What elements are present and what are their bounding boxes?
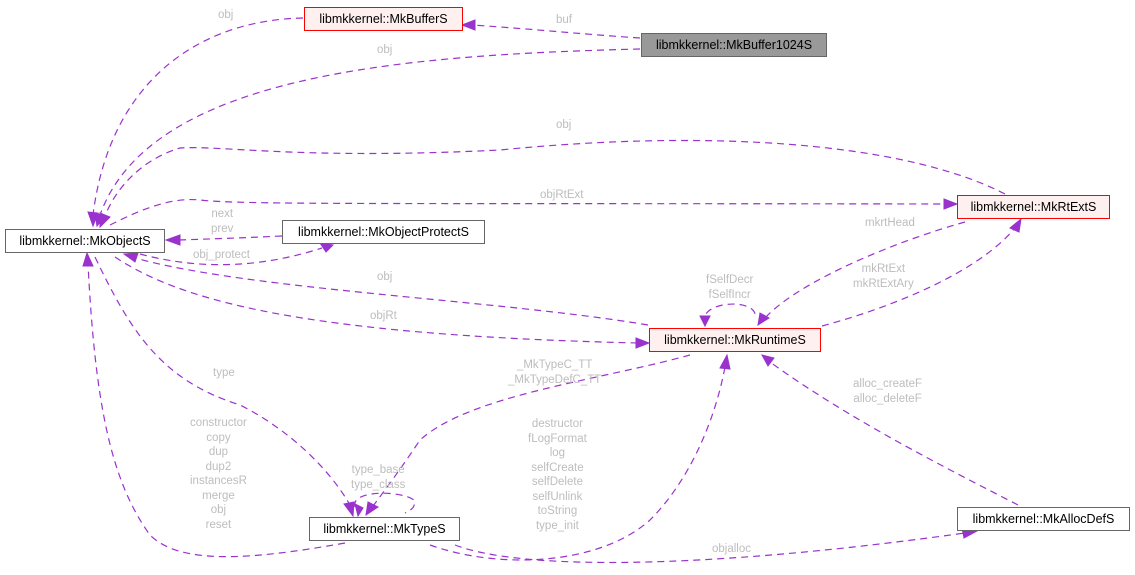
edge-objalloc: [454, 532, 966, 564]
edge-type-methods-obj: [87, 263, 346, 558]
arrowhead: [635, 337, 651, 349]
arrowhead: [943, 198, 959, 210]
arrowhead: [354, 503, 364, 518]
edge-alloc: [769, 361, 1019, 506]
edge-mkRtExt: [821, 227, 1016, 327]
edge-label-typeC-TT: _MkTypeC_TT _MkTypeDefC_TT: [508, 359, 602, 386]
edge-type: [94, 256, 351, 506]
edge-type-base: [354, 492, 416, 514]
edge-obj-rtext: [104, 139, 1006, 217]
edge-objRt: [114, 256, 639, 344]
arrowhead: [82, 251, 94, 267]
edge-label-objalloc: objalloc: [712, 543, 751, 555]
arrowhead: [757, 312, 770, 327]
edge-type-methods-rt: [429, 366, 726, 561]
edge-label-obj-buffer: obj: [218, 9, 234, 21]
edge-obj-buffer: [92, 17, 304, 216]
edge-label-alloc: alloc_createF alloc_deleteF: [853, 378, 923, 405]
arrowhead: [164, 234, 181, 246]
arrowhead: [1009, 217, 1022, 233]
edge-label-type-base: type_base type_class: [351, 464, 406, 491]
edge-buf: [471, 24, 641, 39]
edge-label-obj-buffer1024: obj: [377, 44, 393, 56]
edge-label-obj-rtext: obj: [556, 119, 572, 131]
edge-label-objRt: objRt: [370, 310, 397, 322]
arrowhead: [761, 354, 775, 367]
edge-typeC-TT: [372, 354, 691, 507]
arrowhead: [719, 353, 731, 370]
edge-obj-runtime: [134, 257, 649, 326]
edge-label-mkrtHead: mkrtHead: [865, 217, 915, 229]
arrowhead: [699, 315, 711, 328]
node-mkobjectprotect[interactable]: libmkkernel::MkObjectProtectS: [282, 220, 485, 244]
edge-next-prev: [177, 235, 283, 241]
arrowhead: [365, 501, 379, 517]
edge-label-type: type: [213, 367, 235, 379]
edge-obj-protect: [139, 247, 323, 266]
edge-label-next-prev: next prev: [211, 208, 234, 235]
node-mkobject[interactable]: libmkkernel::MkObjectS: [5, 229, 165, 253]
arrowhead: [343, 501, 355, 518]
edge-label-type-methods-obj: constructor copy dup dup2 instancesR mer…: [190, 417, 247, 531]
arrowhead: [318, 242, 335, 253]
node-mkbuffer1024[interactable]: libmkkernel::MkBuffer1024S: [641, 33, 827, 57]
edge-obj-buffer1024: [99, 48, 641, 216]
edge-label-type-methods-rt: destructor fLogFormat log selfCreate sel…: [528, 418, 587, 532]
arrowhead: [460, 19, 476, 31]
edge-label-obj-runtime: obj: [377, 271, 393, 283]
edge-label-fSelf: fSelfDecr fSelfIncr: [706, 274, 754, 301]
edge-label-obj-protect: obj_protect: [193, 249, 250, 261]
arrowhead: [122, 252, 139, 263]
edge-label-buf: buf: [556, 14, 572, 26]
node-mkruntime[interactable]: libmkkernel::MkRuntimeS: [649, 328, 821, 352]
edge-fSelf: [703, 303, 756, 326]
edge-label-objRtExt: objRtExt: [540, 189, 584, 201]
node-mkbuffer[interactable]: libmkkernel::MkBufferS: [304, 7, 463, 31]
edge-objRtExt: [109, 198, 946, 226]
node-mktype[interactable]: libmkkernel::MkTypeS: [309, 517, 460, 541]
node-mkrtext[interactable]: libmkkernel::MkRtExtS: [957, 195, 1110, 219]
arrowhead: [99, 212, 111, 229]
edge-mkrtHead: [764, 221, 966, 319]
edge-label-mkRtExt: mkRtExt mkRtExtAry: [853, 263, 914, 290]
node-mkallocdef[interactable]: libmkkernel::MkAllocDefS: [957, 507, 1130, 531]
